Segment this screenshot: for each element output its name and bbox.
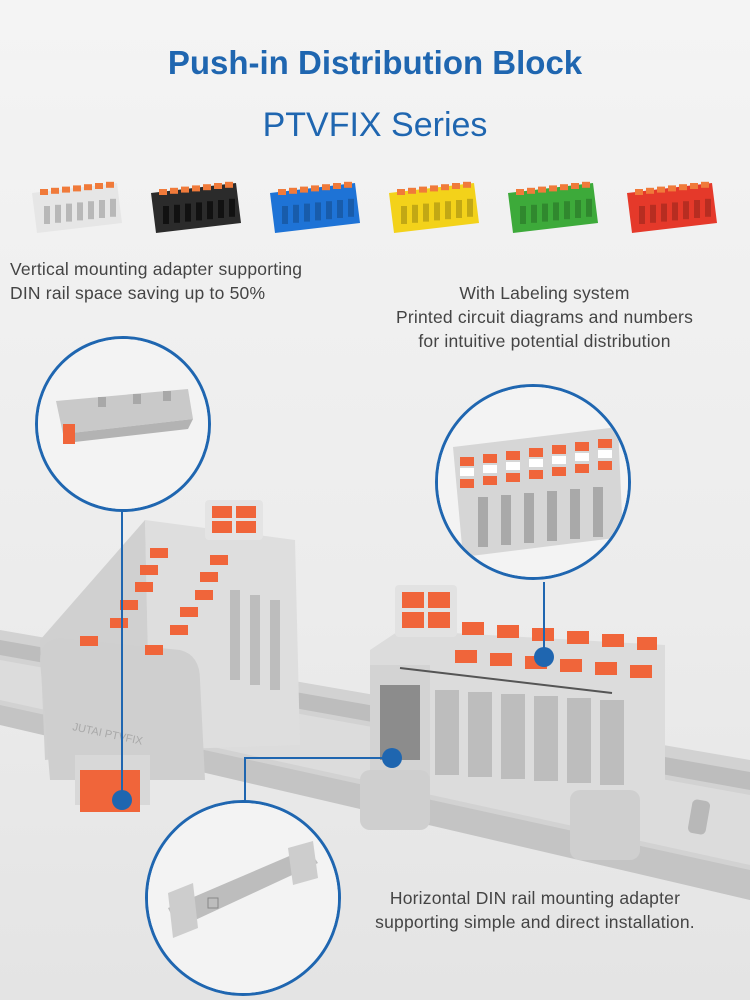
feature-labeling-line-1: With Labeling system xyxy=(459,283,630,303)
variant-block-green xyxy=(508,181,598,233)
horizontal-adapter-callout xyxy=(145,800,341,996)
vertical-adapter-image xyxy=(38,339,208,509)
color-variants-row xyxy=(32,181,717,233)
variant-block-yellow xyxy=(389,181,479,233)
feature-labeling-text: With Labeling system Printed circuit dia… xyxy=(352,281,737,353)
horizontal-distribution-block xyxy=(360,585,665,860)
feature-horizontal-text: Horizontal DIN rail mounting adapter sup… xyxy=(330,886,740,934)
feature-vertical-line-1: Vertical mounting adapter supporting xyxy=(10,259,303,279)
callout-dots xyxy=(112,647,554,810)
labeling-system-image xyxy=(438,387,628,577)
feature-horizontal-line-2: supporting simple and direct installatio… xyxy=(375,912,695,932)
horizontal-adapter-image xyxy=(148,803,338,993)
callout-lines xyxy=(121,495,545,805)
vertical-adapter-callout xyxy=(35,336,211,512)
page-subtitle: PTVFIX Series xyxy=(262,106,488,144)
variant-block-black xyxy=(151,181,241,233)
variant-block-red xyxy=(627,181,717,233)
page-title: Push-in Distribution Block xyxy=(167,44,583,81)
feature-vertical-text: Vertical mounting adapter supporting DIN… xyxy=(10,257,302,305)
variant-block-gray xyxy=(32,181,122,233)
feature-labeling-line-3: for intuitive potential distribution xyxy=(418,331,671,351)
variant-block-blue xyxy=(270,181,360,233)
labeling-callout xyxy=(435,384,631,580)
feature-labeling-line-2: Printed circuit diagrams and numbers xyxy=(395,307,694,327)
feature-vertical-line-2: DIN rail space saving up to 50% xyxy=(10,283,266,303)
feature-horizontal-line-1: Horizontal DIN rail mounting adapter xyxy=(389,888,681,908)
